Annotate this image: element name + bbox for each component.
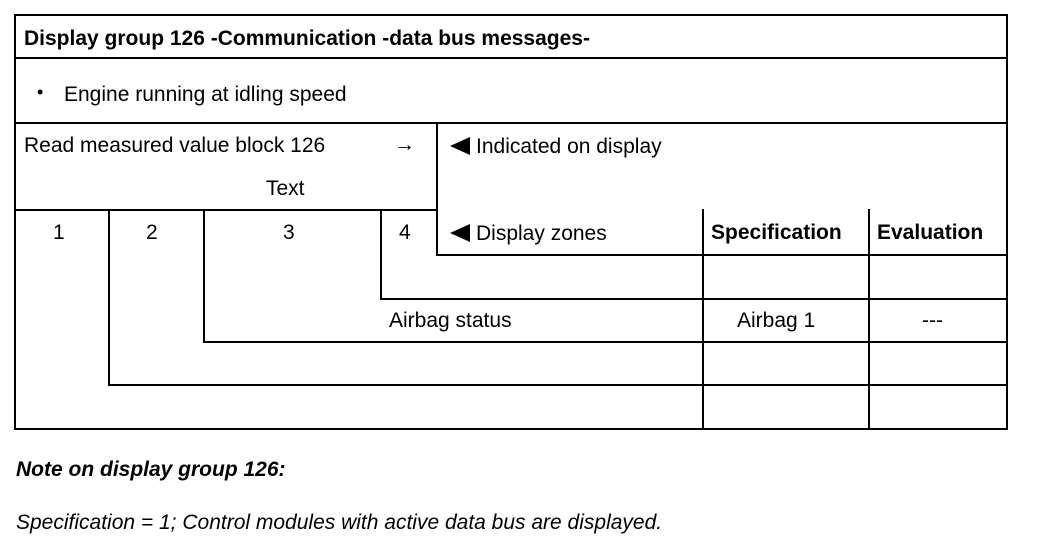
- indicated-on-display-label: Indicated on display: [450, 135, 662, 159]
- column-3-header: 3: [283, 221, 295, 244]
- right-arrow-icon: →: [394, 133, 415, 156]
- note-heading: Note on display group 126:: [16, 458, 286, 481]
- left-header-bottom: [14, 209, 438, 211]
- specification-divider: [702, 209, 704, 430]
- indicated-text: Indicated on display: [476, 135, 662, 158]
- triangle-left-icon: [450, 224, 470, 242]
- bullet-icon: •: [37, 82, 44, 102]
- display-group-title: Display group 126 -Communication -data b…: [24, 27, 590, 50]
- airbag-status-label: Airbag status: [389, 309, 512, 332]
- text-label: Text: [266, 177, 305, 200]
- evaluation-divider: [868, 209, 870, 430]
- row-1-bottom: [380, 298, 1008, 300]
- airbag-evaluation-value: ---: [922, 309, 943, 332]
- display-zones-text: Display zones: [476, 222, 607, 245]
- column-2-header: 2: [146, 221, 158, 244]
- table-border-right: [1006, 14, 1008, 430]
- row-2-bottom: [203, 341, 1008, 343]
- header-divider-vertical: [436, 122, 438, 256]
- column-divider-3: [380, 209, 382, 300]
- evaluation-header: Evaluation: [877, 221, 984, 244]
- column-1-header: 1: [53, 221, 65, 244]
- row-3-bottom: [108, 384, 1008, 386]
- precondition-text: Engine running at idling speed: [64, 83, 347, 106]
- display-zones-label: Display zones: [450, 222, 607, 246]
- airbag-specification-value: Airbag 1: [737, 309, 816, 332]
- note-text: Specification = 1; Control modules with …: [16, 511, 663, 534]
- column-4-header: 4: [399, 221, 411, 244]
- column-divider-2: [203, 209, 205, 343]
- table-border-bottom: [14, 428, 1008, 430]
- table-border-left: [14, 14, 16, 430]
- measured-value-block-label: Read measured value block 126: [24, 134, 326, 157]
- triangle-left-icon: [450, 137, 470, 155]
- precondition-divider: [14, 122, 1008, 124]
- specification-header: Specification: [711, 221, 842, 244]
- column-divider-1: [108, 209, 110, 386]
- title-divider: [14, 57, 1008, 59]
- header-row-bottom: [436, 254, 1008, 256]
- table-border-top: [14, 14, 1008, 16]
